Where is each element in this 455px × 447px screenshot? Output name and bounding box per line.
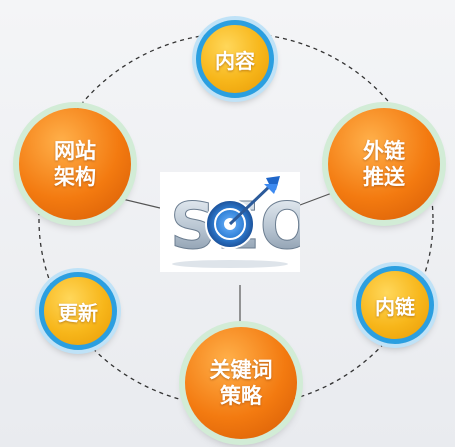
dart-icon (228, 176, 280, 226)
node-content-label: 内容 (215, 48, 255, 73)
node-internal-links-label: 内链 (375, 294, 415, 319)
node-architecture: 网站 架构 (19, 108, 131, 220)
node-internal-links: 内链 (356, 266, 434, 344)
node-keywords: 关键词 策略 (185, 327, 297, 439)
connector-right (299, 189, 341, 206)
seo-image: SEO (160, 172, 315, 272)
node-external-links-label: 外链 推送 (363, 139, 405, 189)
node-keywords-label: 关键词 策略 (209, 358, 273, 408)
node-external-links: 外链 推送 (328, 108, 440, 220)
node-update-label: 更新 (58, 300, 98, 325)
node-content: 内容 (196, 20, 274, 98)
node-architecture-label: 网站 架构 (54, 139, 96, 189)
connector-left (117, 197, 161, 209)
node-update: 更新 (39, 272, 117, 350)
